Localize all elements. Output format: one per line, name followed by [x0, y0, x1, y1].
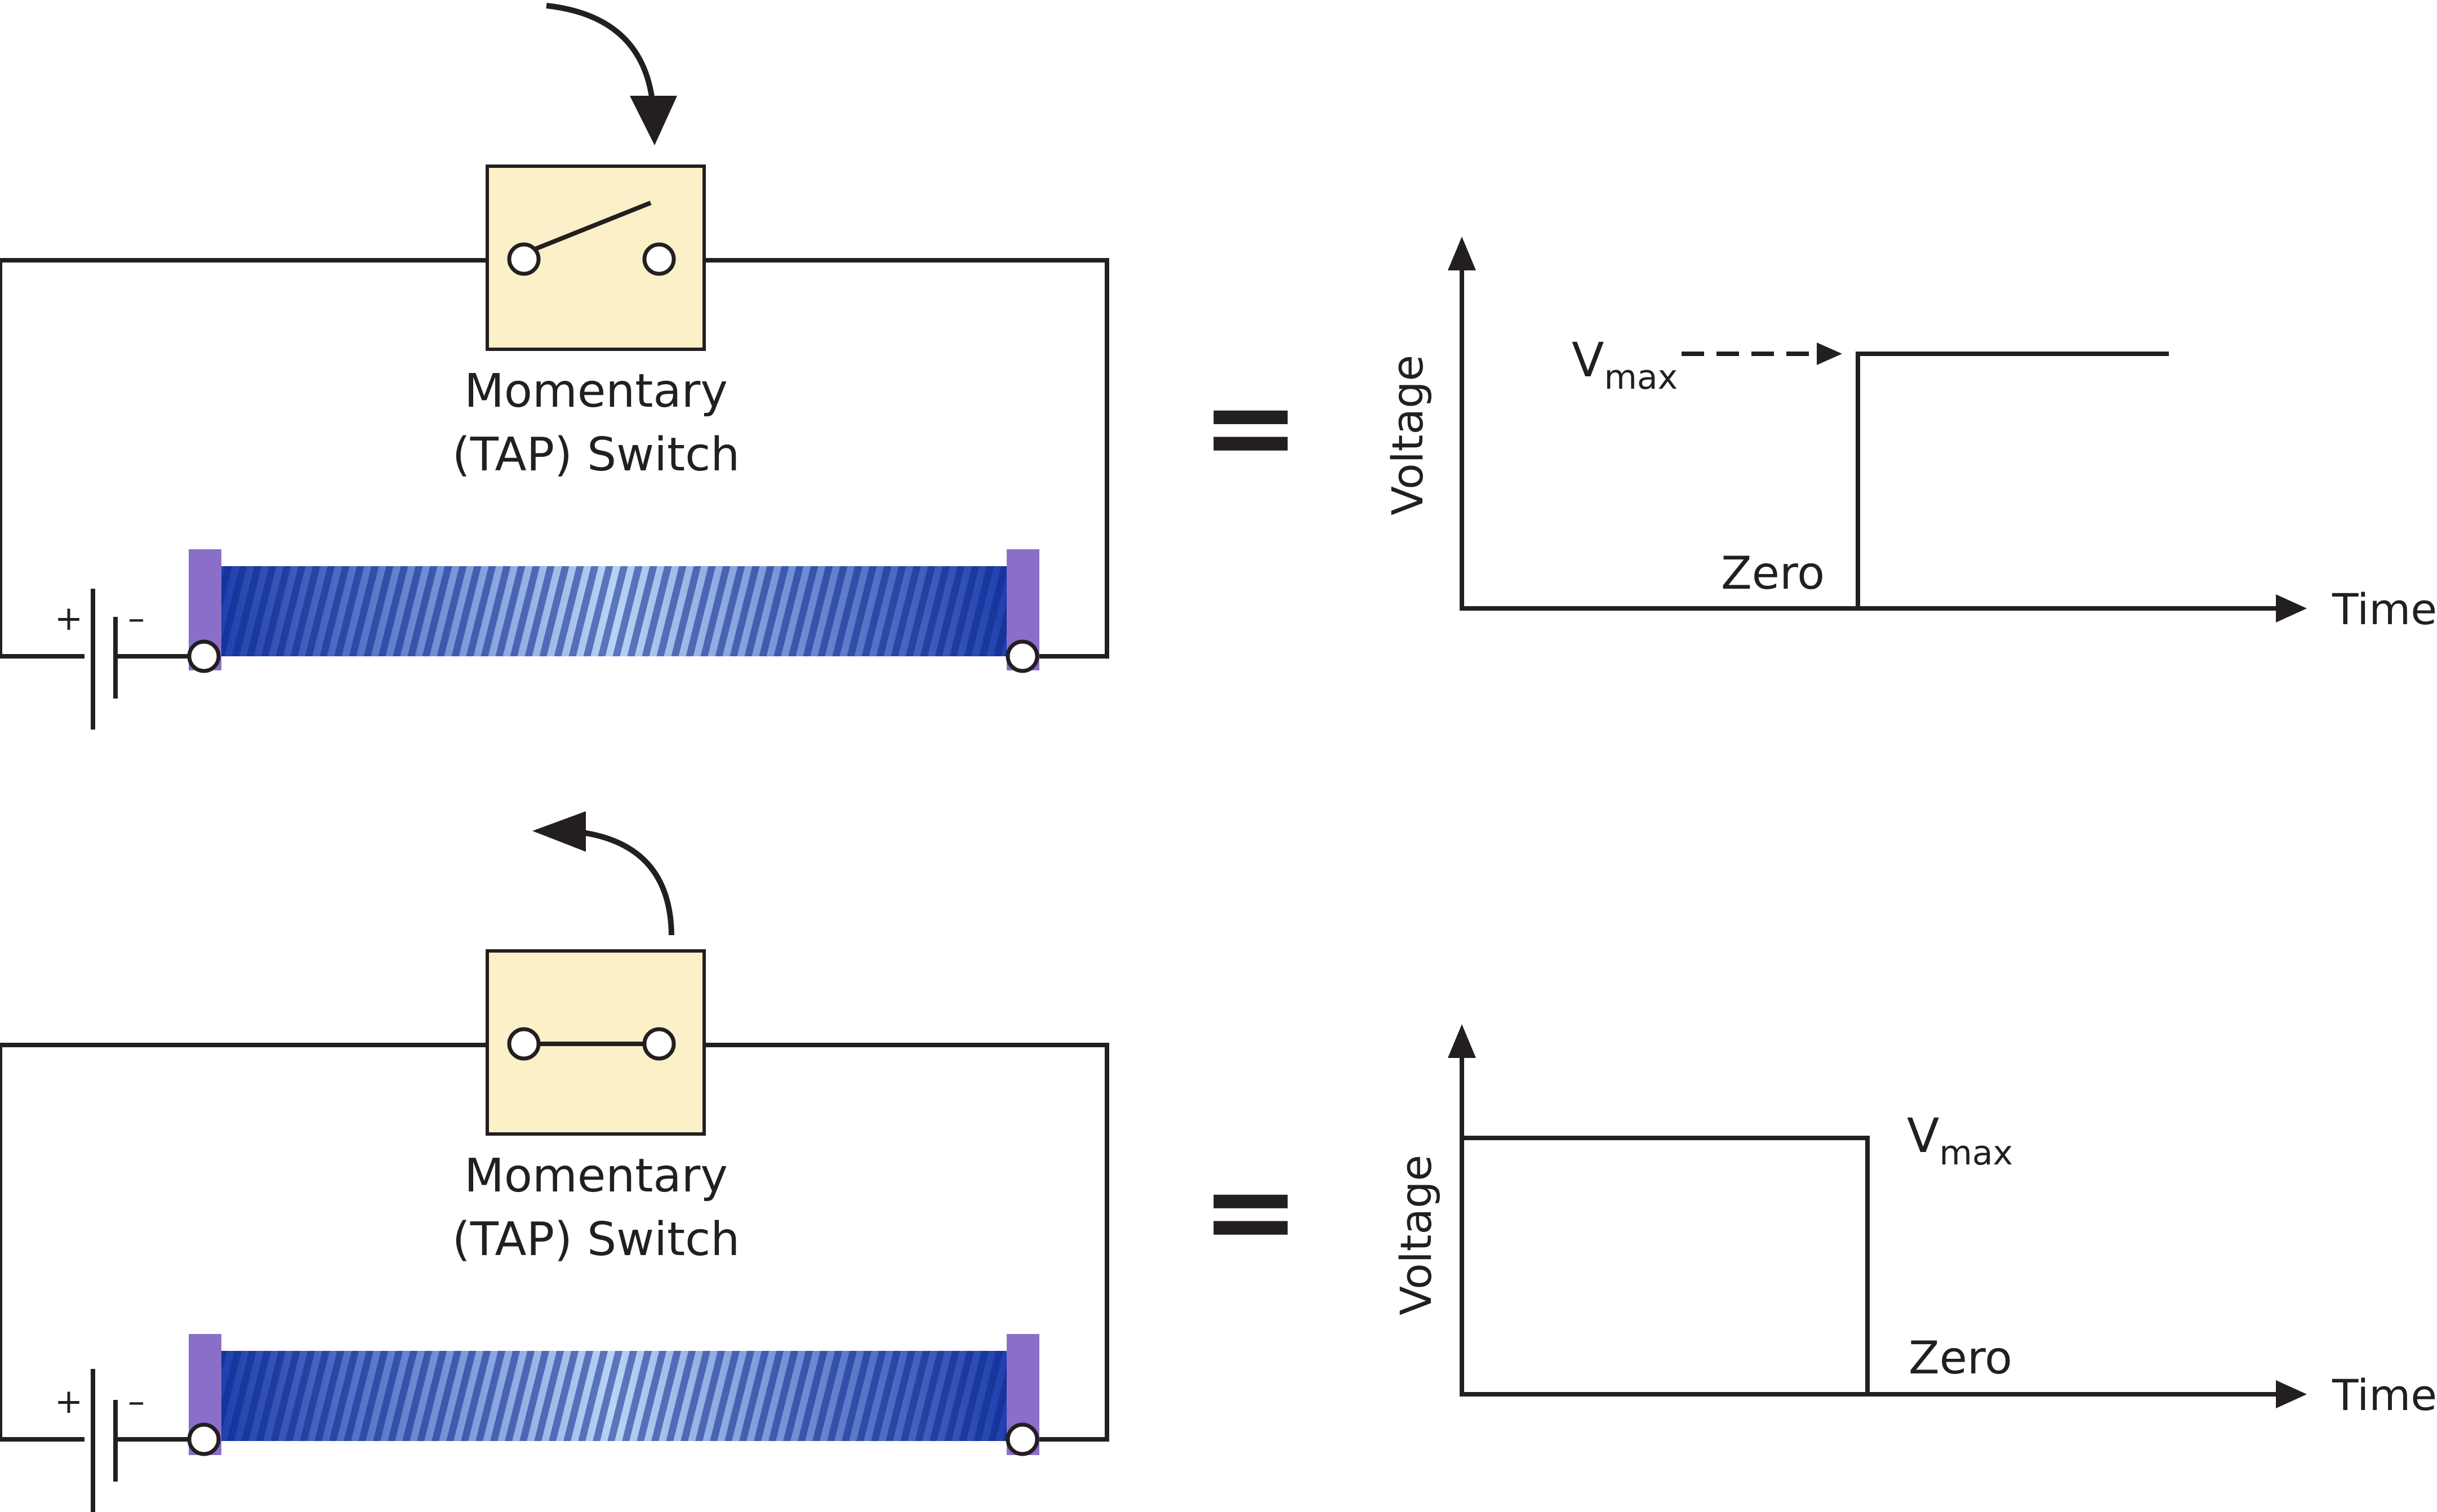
- switch-lever-open: [523, 201, 652, 256]
- zero-label: Zero: [1721, 547, 1825, 599]
- circuit-bottom: Momentary (TAP) Switch + –: [0, 811, 1109, 1512]
- zero-label: Zero: [1909, 1332, 2012, 1384]
- vmax-label: Vmax: [1572, 332, 1678, 397]
- battery-minus: –: [128, 599, 145, 638]
- wire-bottom-right: [704, 1043, 1109, 1442]
- wire-top: [0, 258, 487, 659]
- y-axis-label: Voltage: [1391, 1155, 1441, 1315]
- waveform-step-down: [1462, 1136, 1870, 1394]
- x-axis-label: Time: [2332, 1370, 2437, 1420]
- switch-terminal-right: [642, 1027, 676, 1061]
- switch-terminal-right: [642, 242, 676, 276]
- release-arrow: [568, 828, 674, 936]
- battery-minus: –: [128, 1382, 145, 1421]
- graph-top: Voltage Time Vmax Zero: [1382, 237, 2437, 634]
- press-arrowhead: [630, 96, 677, 145]
- vmax-label: Vmax: [1907, 1108, 2013, 1173]
- release-arrowhead: [532, 811, 586, 852]
- vmax-arrowhead: [1817, 343, 1842, 365]
- coil-terminal-left: [187, 1422, 221, 1456]
- x-axis-label: Time: [2332, 584, 2437, 634]
- equals-sign-bottom: =: [1201, 1142, 1300, 1280]
- switch-label-line2: (TAP) Switch: [452, 1213, 740, 1266]
- battery-plus: +: [55, 599, 83, 638]
- coil: [187, 1334, 1039, 1456]
- battery-plus: +: [55, 1382, 83, 1421]
- x-axis-arrowhead: [2276, 1380, 2307, 1408]
- x-axis-arrowhead: [2276, 594, 2307, 622]
- coil-terminal-right: [1006, 639, 1039, 673]
- y-axis-label: Voltage: [1382, 355, 1433, 515]
- y-axis-arrowhead: [1448, 1024, 1476, 1058]
- coil: [187, 549, 1039, 673]
- press-arrow: [546, 3, 656, 113]
- coil-terminal-left: [187, 639, 221, 673]
- switch-label-line1: Momentary: [464, 364, 728, 418]
- wire-bottom: [0, 1043, 487, 1442]
- battery: + –: [55, 1369, 145, 1512]
- wire-top-right: [704, 258, 1109, 659]
- battery: + –: [55, 589, 145, 730]
- switch-label-line1: Momentary: [464, 1149, 728, 1203]
- waveform-step-up: [1856, 352, 2169, 608]
- coil-terminal-right: [1006, 1422, 1039, 1456]
- switch-terminal-left: [507, 242, 541, 276]
- switch-label-line2: (TAP) Switch: [452, 428, 740, 482]
- circuit-top: Momentary (TAP) Switch + –: [0, 3, 1109, 730]
- graph-bottom: Voltage Time Vmax Zero: [1391, 1024, 2437, 1420]
- y-axis-arrowhead: [1448, 237, 1476, 270]
- equals-sign-top: =: [1201, 358, 1300, 496]
- switch-terminal-left: [507, 1027, 541, 1061]
